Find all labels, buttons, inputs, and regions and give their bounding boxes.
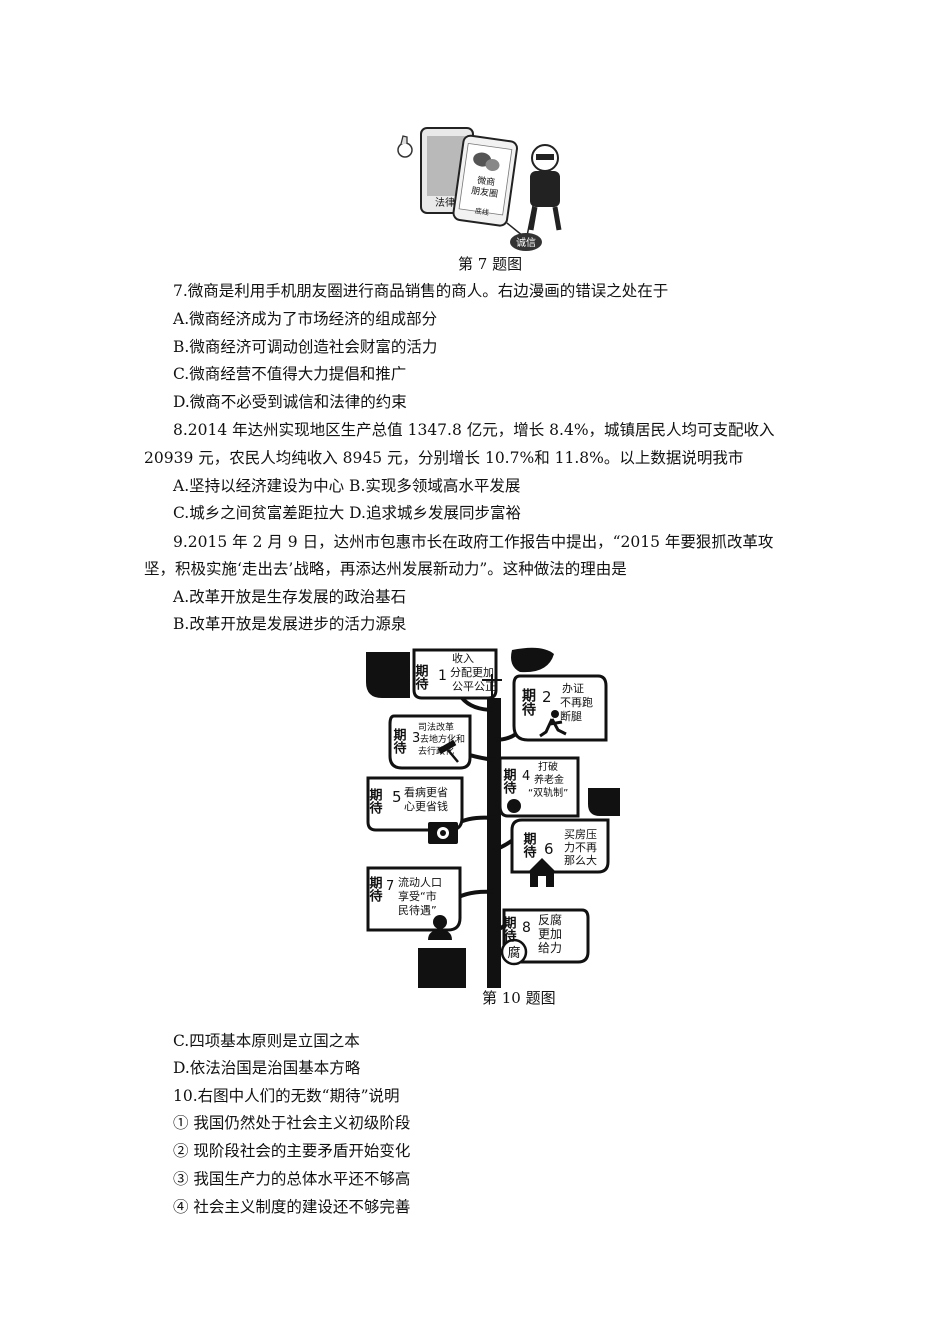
thumbs-up-icon [397, 135, 413, 158]
gavel-icon [437, 739, 459, 763]
leaf-8-expect: 期待 [501, 916, 518, 943]
leaf-8-line-2: 更加 [538, 927, 562, 941]
q9-option-d: D.依法治国是治国基本方略 [173, 1059, 361, 1077]
leaf-8-line-3: 给力 [538, 941, 562, 955]
leaf-4-number: 4 [522, 769, 530, 784]
leaf-2-line-1: 办证 [562, 682, 584, 695]
leaf-2-number: 2 [542, 688, 552, 706]
leaf-4-line-2: 养老金 [534, 773, 564, 786]
expectation-tree-figure: 腐 期待 1 收入 分配更加 公平公正 期待 2 办证 不再跑 断腿 期待 3 … [366, 647, 620, 988]
q10-option-1: ① 我国仍然处于社会主义初级阶段 [173, 1114, 411, 1132]
tree-trunk [487, 698, 501, 988]
q8-options-ab: A.坚持以经济建设为中心 B.实现多领域高水平发展 [173, 477, 521, 495]
leaf-3-line-3: 去行政化 [418, 745, 454, 757]
q9-option-a: A.改革开放是生存发展的政治基石 [173, 588, 407, 606]
q7-stem: 7.微商是利用手机朋友圈进行商品销售的商人。右边漫画的错误之处在于 [173, 282, 669, 300]
q8-options-cd: C.城乡之间贫富差距拉大 D.追求城乡发展同步富裕 [173, 504, 521, 522]
phone-label-1: 微商 [476, 174, 496, 188]
leaf-7-line-3: 民待遇” [398, 903, 437, 917]
bottom-line-label: 底线 [474, 206, 489, 217]
leaf-2-line-2: 不再跑 [560, 695, 593, 709]
q10-option-2: ② 现阶段社会的主要矛盾开始变化 [173, 1142, 411, 1160]
phone-label-2: 朋友圈 [470, 184, 498, 200]
leaf-7-line-2: 享受“市 [398, 889, 437, 903]
leaf-5-expect: 期待 [367, 788, 384, 815]
money-icon [507, 799, 521, 813]
q10-option-3: ③ 我国生产力的总体水平还不够高 [173, 1170, 411, 1188]
chat-bubble-icon [473, 152, 500, 172]
figure-10-caption: 第 10 题图 [482, 989, 556, 1007]
house-icon [528, 858, 556, 887]
q9-stem-1: 9.2015 年 2 月 9 日，达州市包惠市长在政府工作报告中提出，“2015… [173, 533, 774, 551]
corruption-char: 腐 [507, 946, 520, 961]
q9-stem-2: 坚，积极实施‘走出去’战略，再添达州发展新动力”。这种做法的理由是 [144, 560, 627, 578]
leaf-2-line-3: 断腿 [560, 709, 582, 723]
leaf-3-line-2: 去地方化和 [420, 733, 465, 745]
leaf-1-line-1: 收入 [452, 651, 474, 665]
leaf-8-number: 8 [522, 920, 531, 936]
leaf-1-line-3: 公平公正 [452, 680, 496, 693]
leaf-1-expect: 期待 [413, 664, 430, 691]
leaf-6-line-1: 买房压 [564, 828, 597, 841]
leaf-7-number: 7 [386, 879, 394, 894]
leaf-2-expect: 期待 [520, 688, 536, 717]
guard-figure [528, 144, 562, 231]
running-man-icon [539, 710, 567, 738]
leaf-7-expect: 期待 [367, 876, 384, 903]
integrity-coin [510, 233, 542, 251]
medical-case-icon [428, 822, 458, 844]
q9-option-c: C.四项基本原则是立国之本 [173, 1032, 360, 1050]
leaf-5-line-2: 心更省钱 [404, 799, 448, 813]
q9-option-b: B.改革开放是发展进步的活力源泉 [173, 615, 407, 633]
scales-icon [482, 674, 502, 698]
q7-option-b: B.微商经济可调动创造社会财富的活力 [173, 338, 438, 356]
leaf-6-line-3: 那么大 [564, 853, 597, 867]
leaf-7-line-1: 流动人口 [398, 875, 442, 889]
leaf-6-number: 6 [544, 840, 554, 858]
q10-stem: 10.右图中人们的无数“期待”说明 [173, 1087, 400, 1105]
leaf-5-number: 5 [392, 788, 402, 806]
leaf-4-line-3: “双轨制” [528, 786, 568, 799]
leaf-6-expect: 期待 [521, 832, 538, 859]
corruption-sign: 腐 [500, 938, 528, 966]
leaf-1-line-2: 分配更加 [450, 666, 494, 679]
q7-option-c: C.微商经营不值得大力提倡和推广 [173, 365, 407, 383]
leaf-3-number: 3 [412, 731, 420, 746]
leaf-6-line-2: 力不再 [564, 841, 597, 854]
leaf-3-line-1: 司法改革 [418, 721, 454, 733]
q8-stem-1: 8.2014 年达州实现地区生产总值 1347.8 亿元，增长 8.4%，城镇居… [173, 421, 775, 439]
cartoon-figure-7: 微商 朋友圈 底线 法律 诚信 [397, 127, 562, 251]
leaf-1-number: 1 [438, 668, 447, 684]
leaf-4-line-1: 打破 [538, 760, 558, 773]
leaf-4-expect: 期待 [501, 768, 518, 795]
figure-7-caption: 第 7 题图 [458, 255, 523, 273]
leaf-5-line-1: 看病更省 [404, 785, 448, 799]
leaf-3-expect: 期待 [391, 728, 408, 755]
q8-stem-2: 20939 元，农民人均纯收入 8945 元，分别增长 10.7%和 11.8%… [144, 449, 744, 467]
q7-option-d: D.微商不必受到诚信和法律的约束 [173, 393, 407, 411]
integrity-label: 诚信 [516, 237, 536, 249]
person-icon [428, 915, 452, 940]
q7-option-a: A.微商经济成为了市场经济的组成部分 [173, 310, 438, 328]
leaf-8-line-1: 反腐 [538, 912, 562, 927]
law-label: 法律 [435, 196, 455, 209]
q10-option-4: ④ 社会主义制度的建设还不够完善 [173, 1198, 411, 1216]
